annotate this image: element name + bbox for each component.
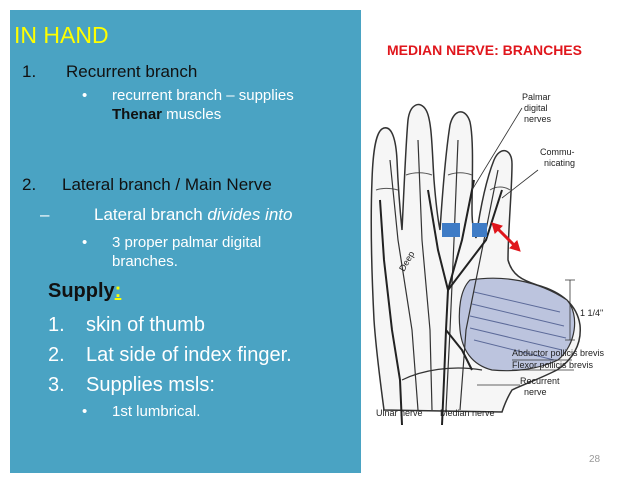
supply-word: Supply <box>48 280 115 302</box>
item-2-number: 2. <box>22 175 37 194</box>
slide-title: MEDIAN NERVE: BRANCHES <box>387 42 582 58</box>
supply-number: 1. <box>48 314 65 336</box>
panel-heading: IN HAND <box>14 22 109 48</box>
supply-number: 3. <box>48 374 65 396</box>
highlight-markers <box>442 222 521 252</box>
label-flexor: Flexor pollicis brevis <box>512 360 594 370</box>
supply-item: skin of thumb <box>86 314 205 336</box>
thenar-rest: muscles <box>162 106 222 123</box>
item-1-number: 1. <box>22 62 37 81</box>
label-recurrent-nerve: nerve <box>524 387 547 397</box>
label-recurrent: Recurrent <box>520 376 560 386</box>
label-ulnar-nerve: Ulnar nerve <box>376 408 423 418</box>
leader-lines <box>471 107 575 386</box>
hand-anatomy-illustration: Palmar digital nerves Commu- nicating De… <box>370 92 605 425</box>
page-number: 28 <box>589 454 601 465</box>
label-measure: 1 1/4" <box>580 308 603 318</box>
dash-text: Lateral branch divides into <box>94 205 292 225</box>
ulnar-nerve <box>379 199 403 425</box>
median-nerve <box>427 179 503 425</box>
bullet-mark: • <box>82 403 88 420</box>
bullet-mark: • <box>82 87 88 104</box>
item-1-label: Recurrent branch <box>66 62 198 81</box>
bullet-text: 3 proper palmar digital <box>112 234 262 251</box>
label-abductor: Abductor pollicis brevis <box>512 348 605 358</box>
supply-heading: Supply: <box>48 280 121 303</box>
label-median-nerve: Median nerve <box>440 408 495 418</box>
supply-item: Lat side of index finger. <box>86 344 292 366</box>
supply-colon: : <box>114 280 122 302</box>
labels: Palmar digital nerves Commu- nicating De… <box>376 92 605 418</box>
dash-mark: – <box>40 205 50 224</box>
muscle-mass <box>458 277 576 372</box>
bullet-text: 1st lumbrical. <box>112 403 201 420</box>
text-panel <box>10 10 361 473</box>
label-digital: digital <box>524 103 548 113</box>
double-arrow-icon <box>491 222 521 252</box>
marker-square <box>472 223 487 237</box>
dash-prefix: Lateral branch <box>94 205 208 224</box>
label-communicating-2: nicating <box>544 158 575 168</box>
label-palmar: Palmar <box>522 92 551 102</box>
bullet-text-line2: branches. <box>112 253 178 270</box>
label-nerves: nerves <box>524 114 552 124</box>
bullet-text: recurrent branch – supplies <box>112 87 294 104</box>
bullet-mark: • <box>82 234 88 251</box>
label-communicating-1: Commu- <box>540 147 575 157</box>
dash-italic: divides into <box>207 205 293 224</box>
bullet-text-line2: Thenar muscles <box>112 106 221 123</box>
item-2-label: Lateral branch / Main Nerve <box>62 175 272 194</box>
supply-number: 2. <box>48 344 65 366</box>
supply-item: Supplies msls: <box>86 374 215 396</box>
marker-square <box>442 223 460 237</box>
thenar-word: Thenar <box>112 106 163 123</box>
